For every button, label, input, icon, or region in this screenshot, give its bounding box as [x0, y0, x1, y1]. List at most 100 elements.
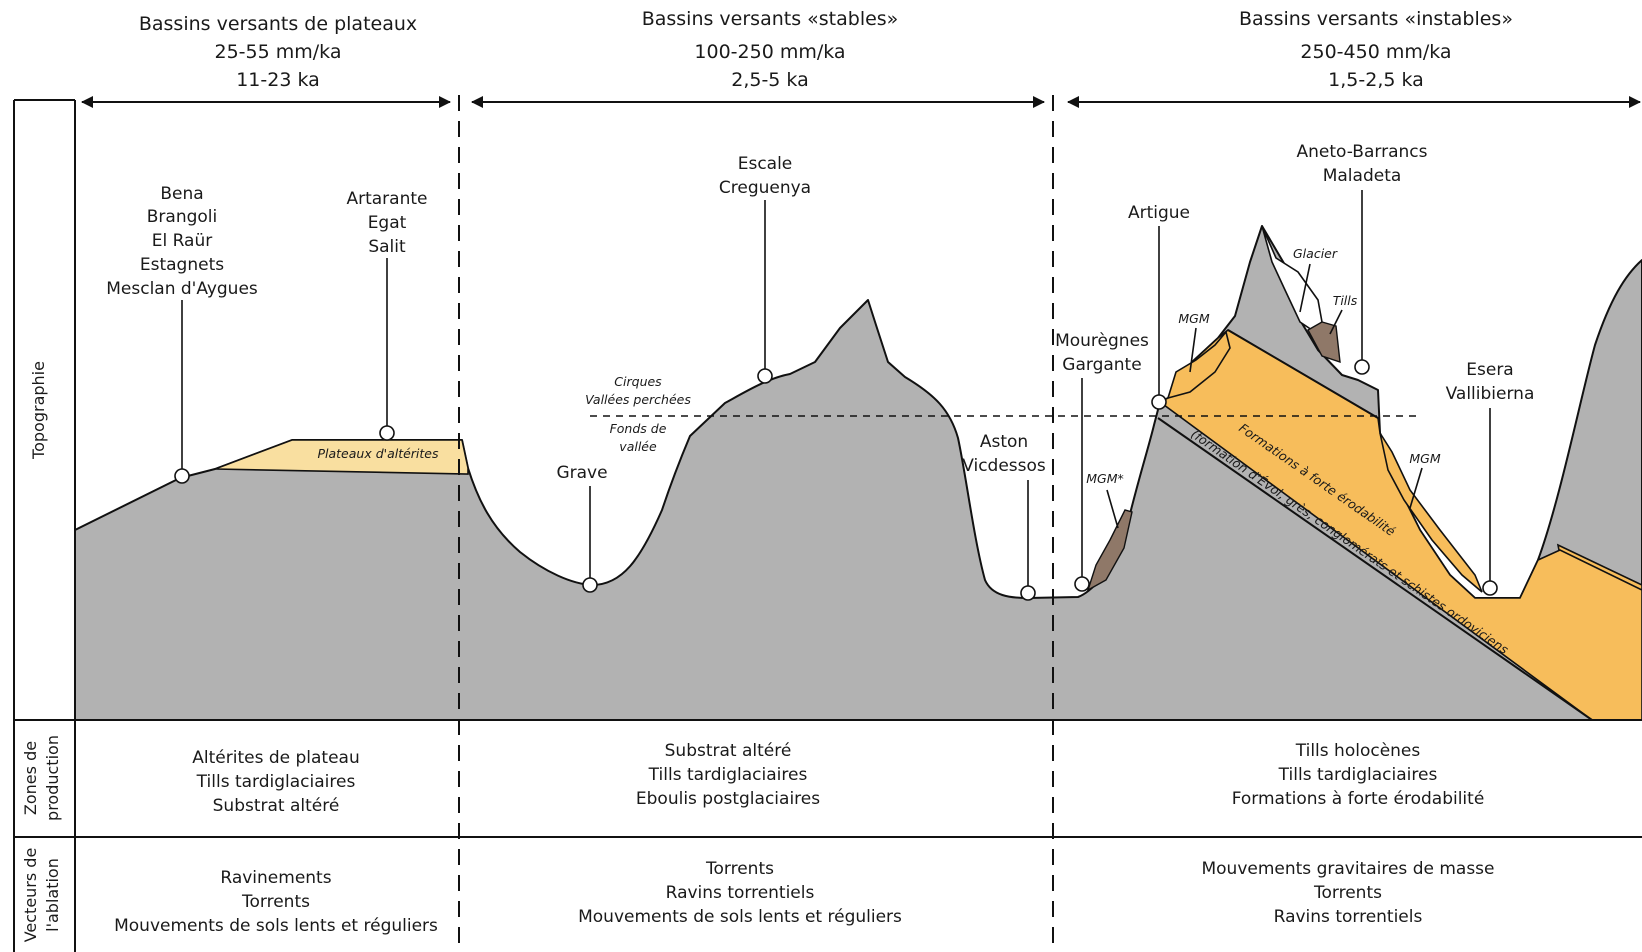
site-marker: [379, 425, 395, 441]
site-label: Salit: [368, 237, 406, 257]
table-cell-line: Altérites de plateau: [192, 748, 359, 768]
table-cell-line: Substrat altéré: [213, 796, 340, 816]
site-label: Artarante: [346, 189, 427, 209]
site-marker: [1151, 394, 1167, 410]
table-cell-line: Tills tardiglaciaires: [648, 765, 808, 785]
site-label: Creguenya: [719, 178, 811, 198]
tills-pointer: [1329, 309, 1343, 335]
basin-header-instables: Bassins versants «instables» 250-450 mm/…: [1067, 8, 1641, 108]
basin-name: Bassins versants de plateaux: [139, 13, 417, 35]
mgm-esera: [1379, 432, 1483, 593]
site-label: Maladeta: [1323, 166, 1402, 186]
row-title-zones-line1: Zones de: [21, 741, 40, 815]
row-title-vecteurs-line2: l'ablation: [43, 858, 62, 932]
basin-rate: 25-55 mm/ka: [215, 41, 342, 63]
site-label: Bena: [160, 184, 203, 204]
vecteurs-ablation-plateaux: Ravinements Torrents Mouvements de sols …: [114, 868, 438, 936]
site-label: Egat: [368, 213, 407, 233]
annotation-mgm-artigue: MGM: [1178, 311, 1209, 326]
mgm-star-deposit: [1086, 509, 1133, 592]
site-marker: [1020, 585, 1036, 601]
site-label: Mourègnes: [1055, 331, 1149, 351]
site-label: Estagnets: [140, 255, 224, 275]
annotation-plateaux-alterites: Plateaux d'altérites: [317, 446, 439, 461]
site-aneto: Aneto-Barrancs Maladeta: [1297, 142, 1428, 375]
mgm-artigue-pointer: [1189, 327, 1197, 373]
table-cell-line: Substrat altéré: [665, 741, 792, 761]
table-cell-line: Torrents: [241, 892, 310, 912]
site-label: Aston: [980, 432, 1028, 452]
site-esera: Esera Vallibierna: [1446, 360, 1535, 596]
table-cell-line: Tills tardiglaciaires: [1278, 765, 1438, 785]
site-label: Esera: [1466, 360, 1513, 380]
mgm-star-pointer: [1106, 489, 1119, 529]
vecteurs-ablation-stables: Torrents Ravins torrentiels Mouvements d…: [578, 859, 902, 927]
row-title-zones-line2: production: [43, 735, 62, 821]
site-marker: [1482, 580, 1498, 596]
vecteurs-ablation-instables: Mouvements gravitaires de masse Torrents…: [1201, 859, 1494, 927]
basin-name: Bassins versants «instables»: [1239, 8, 1513, 30]
annotation-tills: Tills: [1333, 293, 1358, 308]
site-marker: [1354, 359, 1370, 375]
site-artarante: Artarante Egat Salit: [346, 189, 428, 441]
site-mouregnes: Mourègnes Gargante: [1055, 331, 1149, 592]
mgm-esera-pointer: [1409, 467, 1423, 509]
zones-production-stables: Substrat altéré Tills tardiglaciaires Eb…: [636, 741, 820, 809]
table-cell-line: Ravins torrentiels: [666, 883, 815, 903]
site-escale: Escale Creguenya: [719, 154, 811, 384]
basin-age: 11-23 ka: [236, 69, 320, 91]
basin-rate: 250-450 mm/ka: [1300, 41, 1451, 63]
basin-age: 2,5-5 ka: [731, 69, 809, 91]
table-cell-line: Ravins torrentiels: [1274, 907, 1423, 927]
bedrock-under-band: [1158, 420, 1588, 720]
table-cell-line: Mouvements de sols lents et réguliers: [578, 907, 902, 927]
glacier-pointer: [1299, 263, 1311, 313]
site-marker: [174, 468, 190, 484]
formation-top-line: [1227, 329, 1379, 419]
annotation-fonds-line1: Fonds de: [610, 421, 667, 436]
site-label: Gargante: [1062, 355, 1141, 375]
annotation-cirques: Cirques: [614, 374, 662, 389]
site-grave: Grave: [556, 463, 608, 593]
row-title-vecteurs-line1: Vecteurs de: [21, 848, 40, 943]
formation-base-line: [1157, 417, 1593, 720]
table-cell-line: Mouvements de sols lents et réguliers: [114, 916, 438, 936]
erodible-formation-band: [1158, 329, 1642, 720]
site-label: Vicdessos: [962, 456, 1046, 476]
site-label: Escale: [738, 154, 793, 174]
basin-header-stables: Bassins versants «stables» 100-250 mm/ka…: [471, 8, 1045, 108]
zones-production-plateaux: Altérites de plateau Tills tardiglaciair…: [192, 748, 359, 816]
site-marker: [1074, 576, 1090, 592]
site-label: Mesclan d'Aygues: [106, 279, 258, 299]
site-label: El Raür: [152, 231, 213, 251]
annotation-mgm-star: MGM*: [1086, 471, 1124, 486]
site-marker: [582, 577, 598, 593]
zones-production-instables: Tills holocènes Tills tardiglaciaires Fo…: [1232, 741, 1485, 809]
holocene-tills: [1307, 321, 1341, 364]
table-cell-line: Torrents: [705, 859, 774, 879]
table-cell-line: Formations à forte érodabilité: [1232, 789, 1485, 809]
basin-rate: 100-250 mm/ka: [694, 41, 845, 63]
row-title-topographie: Topographie: [29, 361, 48, 460]
site-label: Vallibierna: [1446, 384, 1535, 404]
table-cell-line: Ravinements: [220, 868, 331, 888]
site-label: Brangoli: [147, 207, 217, 227]
table-cell-line: Tills tardiglaciaires: [196, 772, 356, 792]
annotation-fonds-line2: vallée: [619, 439, 657, 454]
site-label: Aneto-Barrancs: [1297, 142, 1428, 162]
mgm-artigue: [1166, 330, 1231, 400]
site-label: Grave: [556, 463, 607, 483]
basin-age: 1,5-2,5 ka: [1328, 69, 1424, 91]
plateau-alterites: [214, 439, 469, 475]
site-marker: [757, 368, 773, 384]
table-cell-line: Eboulis postglaciaires: [636, 789, 820, 809]
site-aston: Aston Vicdessos: [962, 432, 1046, 601]
annotation-glacier: Glacier: [1293, 246, 1338, 261]
site-artigue: Artigue: [1128, 203, 1190, 410]
annotation-mgm-esera: MGM: [1409, 451, 1440, 466]
annotation-vallees-perchees: Vallées perchées: [585, 392, 691, 407]
basin-name: Bassins versants «stables»: [642, 8, 899, 30]
table-cell-line: Tills holocènes: [1295, 741, 1421, 761]
basin-header-plateaux: Bassins versants de plateaux 25-55 mm/ka…: [81, 13, 451, 108]
site-label: Artigue: [1128, 203, 1190, 223]
